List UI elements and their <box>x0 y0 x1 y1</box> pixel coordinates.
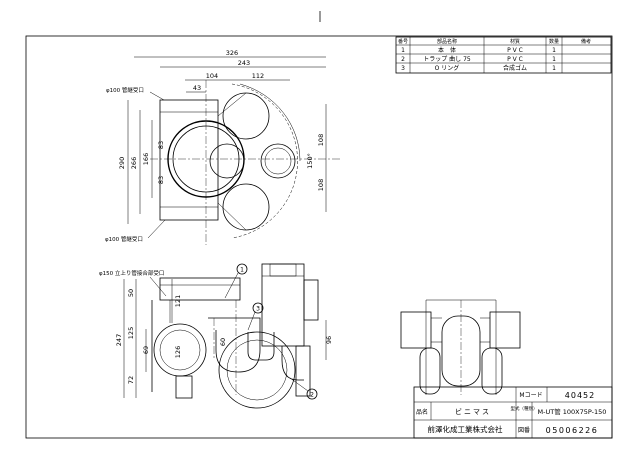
dim-43: 43 <box>193 84 201 92</box>
header-qty: 数量 <box>549 38 559 45</box>
side-view <box>400 299 521 395</box>
model: M-UT管 100X75P-150 <box>538 407 607 416</box>
front-view: 1 2 3 50 121 247 125 72 69 126 60 96 φ15… <box>99 263 333 409</box>
label-bottom-socket: φ100 管継受口 <box>105 235 143 243</box>
dim-166: 166 <box>142 153 150 165</box>
dim-290: 290 <box>118 157 126 169</box>
row1-qty: 1 <box>552 47 556 54</box>
callout-3: 3 <box>256 306 260 313</box>
label-top-socket: φ100 管継受口 <box>106 86 144 94</box>
dim-247: 247 <box>115 334 123 346</box>
row3-name: O リング <box>435 64 460 72</box>
header-no: 番号 <box>398 38 408 45</box>
parts-table: 番号 部品名称 材質 数量 備考 1 本 体 P V C 1 2 トラップ 曲し… <box>395 36 612 74</box>
top-view: 326 243 104 112 43 290 266 166 83 83 108… <box>105 49 340 245</box>
dim-108a: 108 <box>317 134 325 146</box>
dim-83a: 83 <box>157 141 165 149</box>
dim-60: 60 <box>219 338 227 346</box>
dim-125: 125 <box>127 327 135 339</box>
dim-96: 96 <box>325 336 333 344</box>
dim-108b: 108 <box>317 179 325 191</box>
company-name: 前澤化成工業株式会社 <box>428 424 503 434</box>
row2-no: 2 <box>401 56 405 63</box>
header-name: 部品名称 <box>437 38 457 45</box>
dim-126: 126 <box>174 346 182 358</box>
m-code: 40452 <box>565 391 595 400</box>
drawing-no: 05006226 <box>546 426 599 435</box>
label-riser-socket: φ150 立上り管接合部受口 <box>99 269 164 277</box>
callout-1: 1 <box>240 267 244 274</box>
dim-121: 121 <box>174 295 182 307</box>
dim-243: 243 <box>238 59 250 67</box>
name-label: 品名 <box>416 408 428 416</box>
row1-no: 1 <box>401 47 405 54</box>
model-label: 型式（種別） <box>511 405 538 412</box>
row2-name: トラップ 曲し 75 <box>423 55 471 63</box>
dim-112: 112 <box>252 72 264 80</box>
drawing-no-label: 図番 <box>518 427 530 434</box>
dim-326: 326 <box>226 49 238 57</box>
row3-qty: 1 <box>552 65 556 72</box>
drawing-frame <box>25 35 613 439</box>
row2-material: P V C <box>507 56 523 63</box>
row3-material: 合成ゴム <box>503 64 527 72</box>
m-code-label: Mコード <box>519 392 542 399</box>
header-note: 備考 <box>581 38 591 45</box>
dim-150deg: 150° <box>306 153 314 169</box>
callout-2: 2 <box>310 392 314 399</box>
dim-50: 50 <box>127 289 135 297</box>
dim-104: 104 <box>206 72 218 80</box>
row1-material: P V C <box>507 47 523 54</box>
row2-qty: 1 <box>552 56 556 63</box>
product-name: ビニマス <box>455 407 491 416</box>
row1-name: 本 体 <box>438 46 456 54</box>
dim-266: 266 <box>130 157 138 169</box>
title-block: Mコード 40452 品名 ビニマス 型式（種別） M-UT管 100X75P-… <box>413 386 613 439</box>
dim-72: 72 <box>127 376 135 384</box>
dim-69: 69 <box>142 346 150 354</box>
dim-83b: 83 <box>157 176 165 184</box>
row3-no: 3 <box>401 65 405 72</box>
header-material: 材質 <box>510 38 520 45</box>
